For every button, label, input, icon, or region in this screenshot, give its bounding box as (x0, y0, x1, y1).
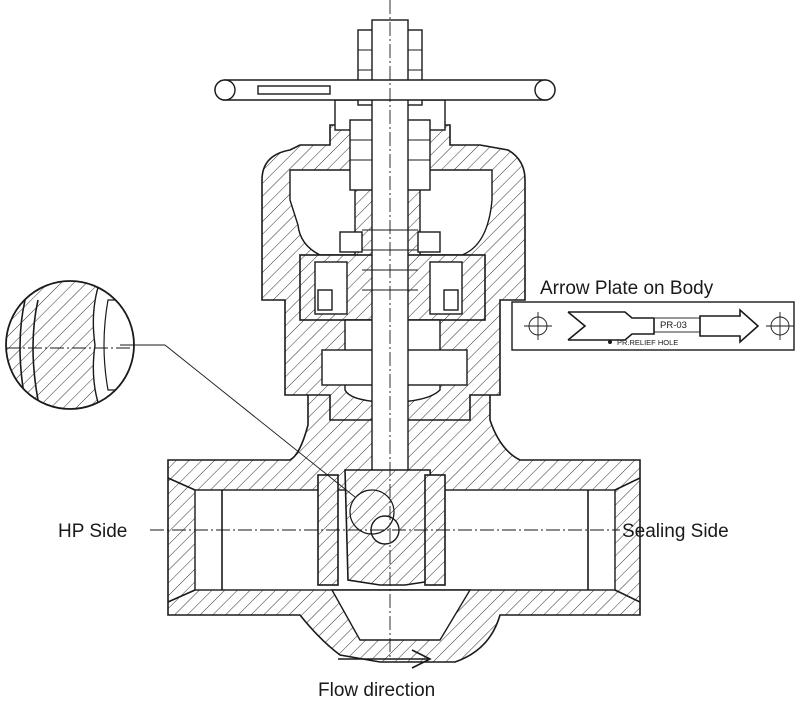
flow-direction-label: Flow direction (318, 680, 435, 701)
arrow-plate-code: PR-03 (660, 320, 687, 331)
detail-magnified-view (5, 280, 395, 535)
flow-arrow (338, 649, 432, 669)
handwheel-bar (214, 79, 556, 101)
valve-disc (317, 469, 446, 586)
sealing-side-label: Sealing Side (622, 521, 729, 542)
arrow-plate-title: Arrow Plate on Body (540, 278, 714, 299)
hp-side-label: HP Side (58, 521, 127, 542)
arrow-plate-relief-hole: PR.RELIEF HOLE (617, 338, 678, 347)
arrow-plate (511, 301, 795, 351)
